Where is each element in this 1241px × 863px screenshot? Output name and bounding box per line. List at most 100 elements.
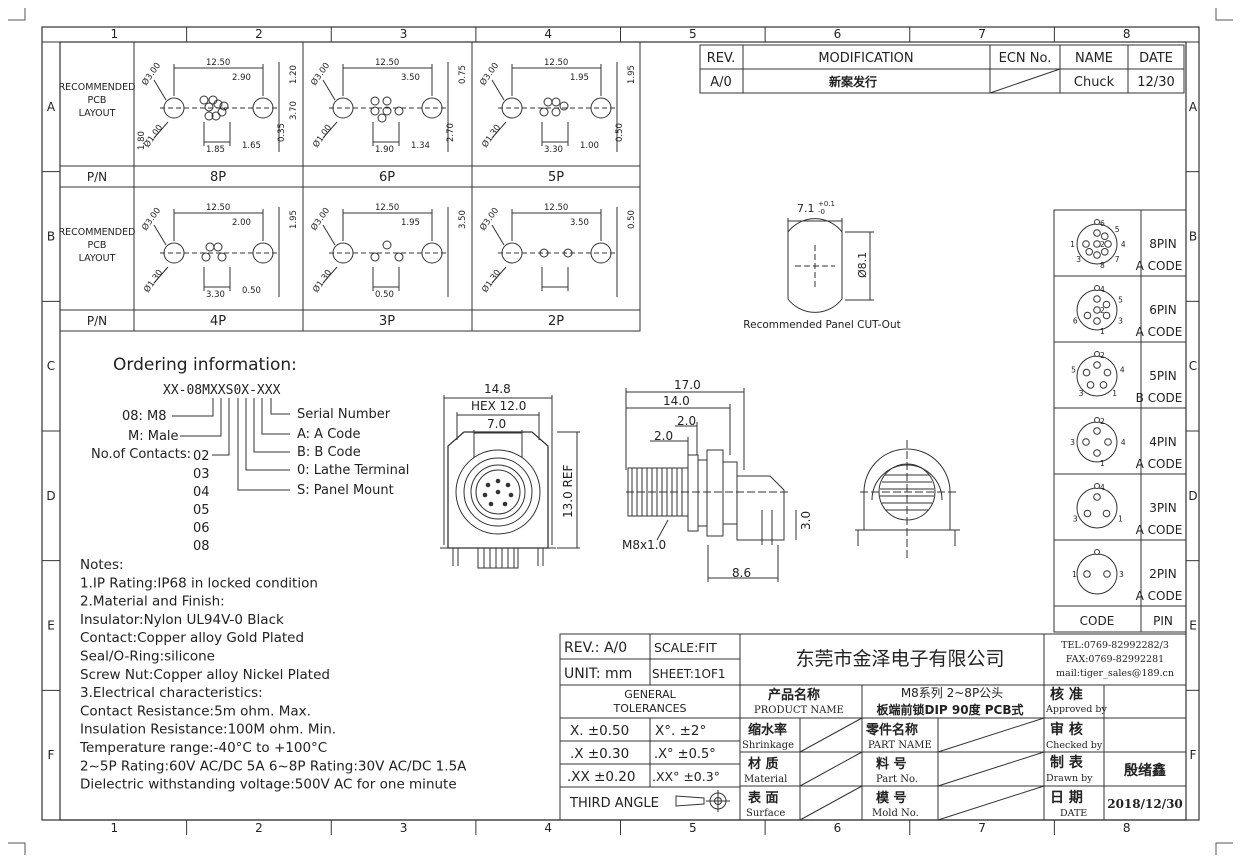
leader	[153, 79, 167, 101]
pin-number: 1	[1100, 459, 1105, 468]
pin-number: 4	[1121, 438, 1126, 447]
pin-pad	[563, 248, 573, 258]
contacts-05: 05	[193, 503, 210, 518]
pin-contact	[1093, 229, 1101, 237]
pin-pad	[394, 106, 404, 116]
front-dim-148: 14.8	[484, 382, 511, 396]
pin-code-label: A CODE	[1136, 523, 1183, 537]
grid-col-ref: 3	[400, 821, 408, 835]
pcb-dim: 0.50	[242, 286, 261, 296]
tb-tol-3a: .XX ±0.20	[567, 769, 635, 785]
pcb-dim: 1.20	[289, 65, 299, 84]
pin-contact	[1093, 317, 1101, 325]
leader	[322, 79, 336, 101]
pcb-dim: 1.80	[137, 131, 147, 150]
pin-code-label: A CODE	[1136, 457, 1183, 471]
tb-mold-cn: 模 号	[876, 790, 907, 806]
pcb-dim: 12.50	[206, 58, 230, 68]
tb-shrink-cn: 缩水率	[748, 722, 787, 738]
ordering-right-1: Serial Number	[297, 407, 391, 422]
tb-material-en: Material	[744, 774, 787, 785]
revision-texts: REV. MODIFICATION ECN No. NAME DATE A/0 …	[707, 51, 1175, 90]
pcb-dim: 0.75	[458, 65, 468, 84]
grid-col-ref: 8	[1123, 821, 1131, 835]
pin-pad	[382, 240, 392, 250]
pin-pad	[217, 252, 227, 262]
front-dim-hex: HEX 12.0	[471, 399, 526, 413]
grid-row-ref: B	[1189, 230, 1197, 244]
tb-partname-en: PART NAME	[868, 740, 932, 751]
tb-company: 东莞市金泽电子有限公司	[795, 648, 1004, 670]
grid-col-ref: 4	[544, 821, 552, 835]
pcb-row-label: RECOMMENDED	[59, 82, 136, 93]
tb-tel: TEL:0769-82992282/3	[1061, 640, 1169, 651]
pcb-layout-5P	[491, 62, 618, 152]
pin-contact	[1103, 570, 1111, 578]
side-dim-170: 17.0	[674, 378, 701, 392]
pin-contact	[1086, 381, 1095, 389]
ordering-left-1: 08: M8	[122, 409, 167, 424]
pin-count-label: 6PIN	[1149, 303, 1176, 317]
pcb-dim: 0.50	[627, 210, 637, 229]
pcb-row-label: PCB	[88, 95, 107, 106]
grid-col-ref: 5	[689, 821, 697, 835]
pin-contact	[1093, 361, 1101, 369]
contacts-06: 06	[193, 521, 210, 536]
name-header: NAME	[1075, 51, 1113, 66]
note-line: 2.Material and Finish:	[80, 594, 225, 610]
tb-fax: FAX:0769-82992281	[1066, 654, 1164, 665]
grid-row-ref: C	[47, 359, 55, 373]
grid-col-ref: 5	[689, 27, 697, 41]
tb-checked-en: Checked by	[1046, 740, 1103, 751]
pn-label: P/N	[87, 314, 107, 328]
note-line: Notes:	[80, 557, 124, 573]
pin-pad	[377, 113, 387, 123]
pin-number: 3	[1076, 255, 1081, 264]
pin-number: 8	[1100, 261, 1105, 270]
tb-third-angle: THIRD ANGLE	[569, 796, 659, 811]
tb-surface-cn: 表 面	[747, 790, 779, 806]
front-dim-70: 7.0	[487, 417, 506, 431]
side-dim-86: 8.6	[732, 566, 751, 580]
pin-count-label: 3PIN	[1149, 501, 1176, 515]
ordering-right-4: 0: Lathe Terminal	[297, 463, 409, 478]
tb-material-cn: 材 质	[748, 756, 779, 772]
rev-value: A/0	[710, 75, 732, 90]
pin-contact	[1083, 311, 1092, 320]
pcb-dim: 1.95	[401, 218, 420, 228]
key-notch	[1094, 351, 1100, 357]
pin-contact	[1103, 368, 1112, 377]
pin-code-table	[1053, 209, 1187, 633]
pin-number: 3	[1070, 438, 1075, 447]
tb-checked-cn: 审 核	[1050, 721, 1083, 738]
pin-contact	[1099, 381, 1108, 389]
pcb-dim: 1.95	[627, 65, 637, 84]
note-line: 2~5P Rating:60V AC/DC 5A 6~8P Rating:30V…	[80, 758, 467, 774]
pin-contact	[1093, 306, 1101, 314]
contacts-08: 08	[193, 539, 210, 554]
pin-number: 5	[1118, 296, 1123, 305]
tb-drawn-cn: 制 表	[1050, 754, 1084, 771]
pin-code-label: A CODE	[1136, 259, 1183, 273]
pin-contact	[1093, 449, 1101, 457]
grid-row-ref: F	[1190, 748, 1197, 762]
ordering-leader-lines	[172, 398, 290, 491]
pcb-dim: 1.00	[580, 141, 599, 151]
pin-contact	[1093, 251, 1101, 259]
pn-2p: 2P	[548, 314, 564, 329]
corner-marks	[8, 8, 1233, 855]
pcb-row-labels: RECOMMENDED PCB LAYOUT RECOMMENDED PCB L…	[59, 82, 136, 264]
pcb-dim: 3.50	[401, 73, 420, 83]
pin-contact	[1102, 311, 1111, 320]
contacts-02: 02	[193, 449, 210, 464]
pin-number: 6	[1073, 316, 1078, 325]
pcb-row-label: LAYOUT	[79, 253, 116, 264]
front-view-pins	[482, 478, 514, 507]
title-block-texts: REV.: A/0 SCALE:FIT UNIT: mm SHEET:1OF1 …	[564, 640, 1183, 819]
tb-partname-cn: 零件名称	[865, 722, 918, 738]
ordering-right-3: B: B Code	[297, 445, 361, 460]
note-line: 3.Electrical characteristics:	[80, 685, 263, 701]
